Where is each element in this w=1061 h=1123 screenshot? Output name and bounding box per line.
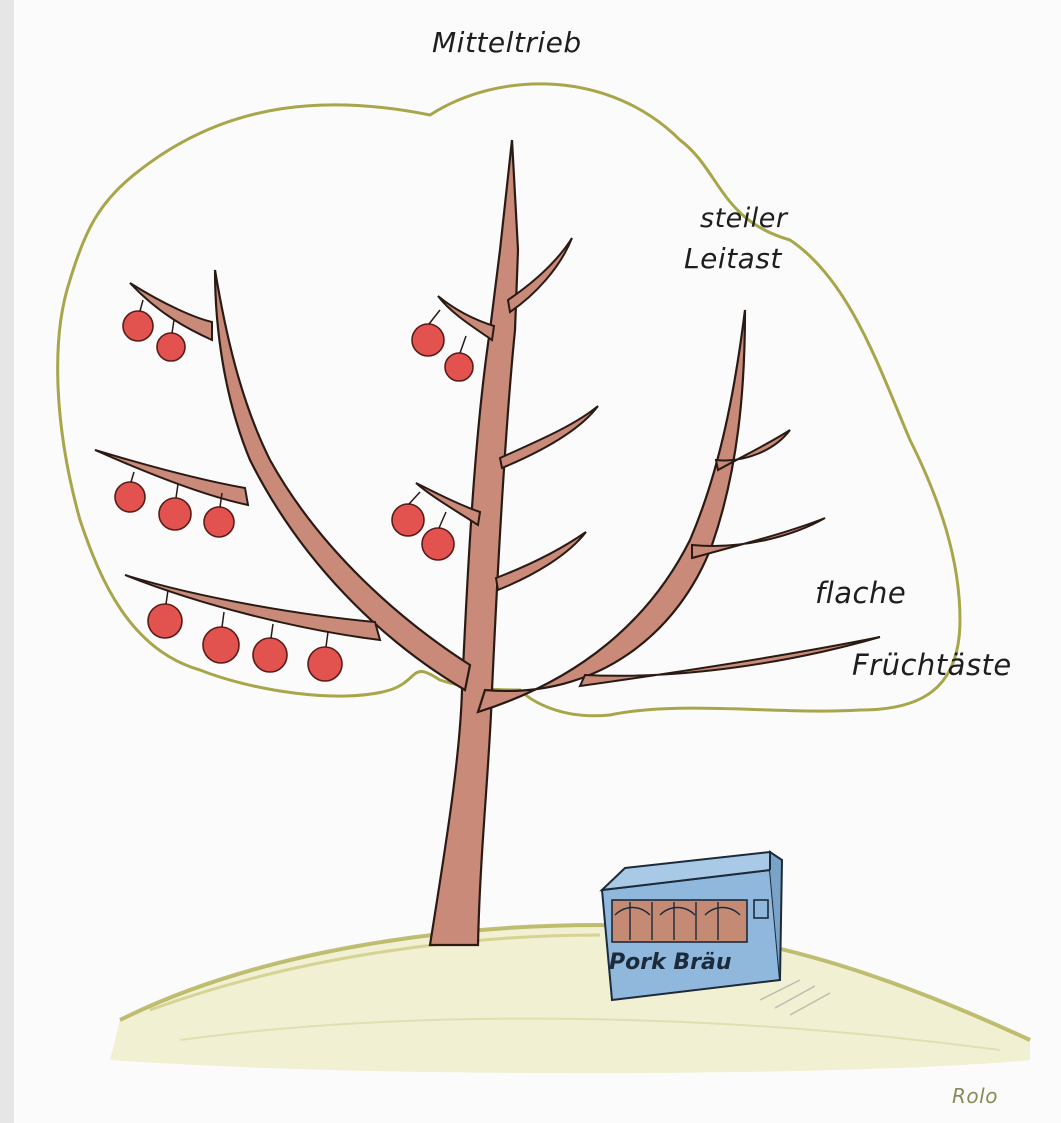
steep-leader-label-line2: Leitast	[684, 242, 782, 275]
apple	[392, 504, 424, 536]
apple	[159, 498, 191, 530]
apple	[123, 311, 153, 341]
apple	[204, 507, 234, 537]
apple	[203, 627, 239, 663]
paper-left-edge	[0, 0, 14, 1123]
apple	[148, 604, 182, 638]
apple	[253, 638, 287, 672]
beer-crate-illustration	[602, 852, 782, 1000]
apple	[115, 482, 145, 512]
flat-fruit-branches-label-line2: Früchtäste	[852, 648, 1012, 682]
apple	[412, 324, 444, 356]
steep-leader-label-line1: steiler	[700, 203, 787, 234]
apple	[308, 647, 342, 681]
flat-fruit-branches-label-line1: flache	[815, 576, 906, 610]
apple	[157, 333, 185, 361]
apple	[445, 353, 473, 381]
apple	[422, 528, 454, 560]
central-leader-label: Mitteltrieb	[432, 26, 582, 59]
crate-brand-label: Pork Bräu	[609, 950, 732, 975]
artist-signature: Rolo	[952, 1084, 998, 1108]
